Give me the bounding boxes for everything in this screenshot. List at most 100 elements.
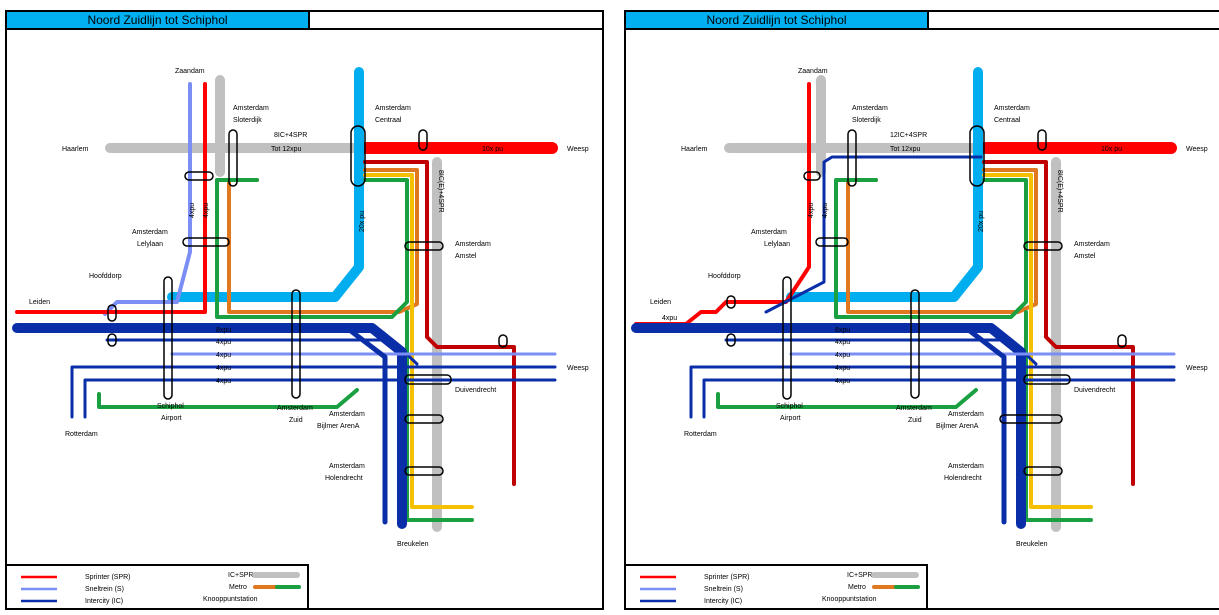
freq-sprinter-vert: 4xpu: [203, 203, 210, 218]
freq-row-2: 4xpu: [835, 339, 850, 346]
freq-amstel-vert: 8IC(E)+4SPR: [1056, 170, 1063, 213]
freq-sprinter-vert: 4xpu: [808, 203, 815, 218]
knooppunt-centraal: [969, 125, 985, 187]
knooppunt-marker: [184, 171, 214, 181]
knooppunt-lelylaan: [815, 237, 849, 247]
metro-noordzuid: [167, 67, 364, 302]
knooppunt-amstel: [1023, 241, 1063, 251]
knooppunt-markers: [726, 125, 1127, 476]
metro-yellow: [363, 173, 474, 509]
knooppunt-hoofddorp: [107, 304, 117, 322]
legend-knooppunt: Knooppuntstation: [822, 596, 877, 603]
knooppunt-marker: [498, 334, 508, 348]
knooppunt-schiphol: [163, 276, 173, 400]
line-ic-north-b: [764, 235, 826, 314]
line-ic-row5: [83, 378, 557, 419]
line-ic-breukelen: [344, 325, 388, 525]
station-breukelen: Breukelen: [1016, 541, 1048, 548]
station-leiden: Leiden: [29, 299, 50, 306]
station-haarlem: Haarlem: [62, 146, 89, 153]
freq-sneltrein-vert: 4xpu: [189, 203, 196, 218]
knooppunt-hoofddorp: [726, 295, 736, 309]
frequency-labels: 12IC+4SPR Tot 12xpu 10x pu 8IC(E)+4SPR 2…: [808, 132, 1122, 385]
panel-title-blank: [929, 12, 1219, 30]
metro-lines: [97, 67, 516, 522]
knooppunt-marker: [1117, 334, 1127, 348]
legend-metro: Metro: [229, 584, 247, 591]
panel-title-blank: [310, 12, 602, 30]
legend-ic-spr: IC+SPR: [847, 572, 872, 579]
metro-green-zuid: [97, 388, 359, 409]
legend-box: [7, 564, 309, 610]
knooppunt-marker: [418, 129, 428, 151]
freq-row-1: 8xpu: [835, 327, 850, 334]
legend-sprinter: Sprinter (SPR): [85, 574, 131, 581]
line-sprinter-zaandam-leiden: [15, 82, 207, 314]
knooppunt-bijlmer: [404, 414, 444, 424]
freq-row-3: 4xpu: [835, 352, 850, 359]
freq-sloterdijk: 8IC+4SPR: [274, 132, 307, 139]
legend-sneltrein: Sneltrein (S): [704, 586, 743, 593]
line-ic-row4: [70, 365, 557, 419]
station-zaandam: Zaandam: [175, 68, 205, 75]
freq-amstel-vert: 8IC(E)+4SPR: [437, 170, 444, 213]
station-weesp-2: Weesp: [567, 365, 589, 372]
knooppunt-schiphol: [782, 276, 792, 400]
line-ic-north: [822, 155, 983, 239]
legend-metro: Metro: [848, 584, 866, 591]
metro-orange: [227, 168, 419, 314]
freq-row-5: 4xpu: [216, 378, 231, 385]
knooppunt-sloterdijk: [847, 129, 857, 187]
line-ic-row4: [689, 365, 1176, 419]
knooppunt-duivendrecht: [1023, 374, 1071, 385]
freq-tot: Tot 12xpu: [890, 146, 920, 153]
knooppunt-zuid: [910, 289, 920, 399]
freq-row-4: 4xpu: [216, 365, 231, 372]
station-haarlem: Haarlem: [681, 146, 708, 153]
panel-title: Noord Zuidlijn tot Schiphol: [7, 12, 310, 30]
legend: Sprinter (SPR) Sneltrein (S) Intercity (…: [21, 572, 301, 605]
station-hoofddorp: Hoofddorp: [89, 273, 122, 280]
freq-east: 10x pu: [1101, 146, 1122, 153]
line-ic-row5: [702, 378, 1176, 419]
knooppunt-marker: [726, 333, 736, 347]
knooppunt-bijlmer: [999, 414, 1063, 424]
knooppunt-markers: [107, 125, 508, 476]
station-rotterdam: Rotterdam: [684, 431, 717, 438]
line-ic-row2: [105, 338, 419, 366]
freq-row-3: 4xpu: [216, 352, 231, 359]
knooppunt-holendrecht: [404, 466, 444, 476]
freq-row-2: 4xpu: [216, 339, 231, 346]
freq-sloterdijk: 12IC+4SPR: [890, 132, 927, 139]
station-weesp-2: Weesp: [1186, 365, 1208, 372]
station-zaandam: Zaandam: [798, 68, 828, 75]
rail-lines: [12, 82, 557, 529]
station-hoofddorp: Hoofddorp: [708, 273, 741, 280]
line-ic-row2: [724, 338, 1038, 366]
station-leiden: Leiden: [650, 299, 671, 306]
knooppunt-marker: [1037, 129, 1047, 151]
metro-green-a: [834, 178, 1028, 319]
metro-red: [982, 160, 1135, 486]
legend-sneltrein: Sneltrein (S): [85, 586, 124, 593]
knooppunt-duivendrecht: [404, 374, 452, 385]
metro-green-zuid: [716, 388, 978, 409]
freq-row-5: 4xpu: [835, 378, 850, 385]
freq-east: 10x pu: [482, 146, 503, 153]
